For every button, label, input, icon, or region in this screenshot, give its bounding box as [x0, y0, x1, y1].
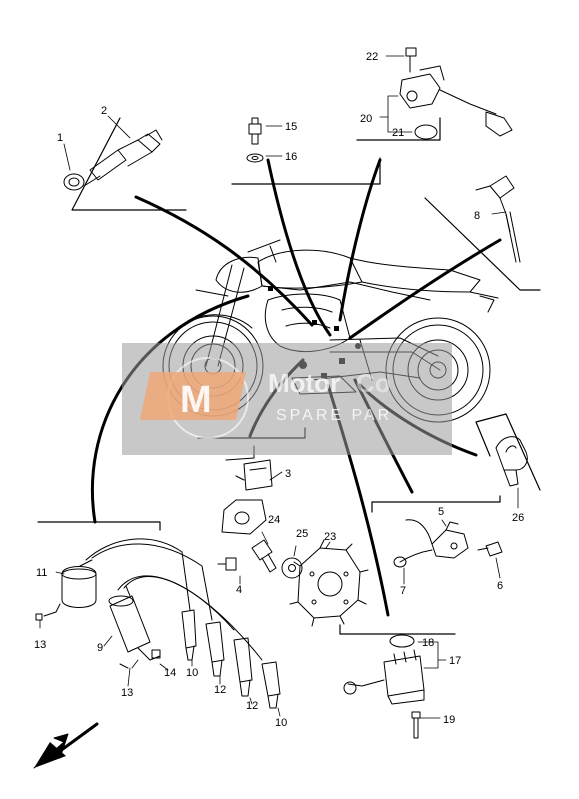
label-part-23: 23 [324, 531, 336, 543]
part-15-bolt [246, 117, 264, 163]
frame-ignition [37, 521, 161, 531]
high-tension-wires [85, 538, 263, 661]
part-8-sensor [475, 175, 521, 263]
label-part-21: 21 [392, 127, 404, 139]
label-part-11: 11 [36, 567, 47, 579]
frame-sensor-top [356, 117, 441, 141]
label-part-6: 6 [497, 580, 503, 592]
label-part-12-a: 12 [214, 684, 226, 696]
part-18-o-ring [389, 634, 415, 648]
watermark-logo-letter: M [180, 379, 212, 421]
part-25-washer [281, 557, 303, 579]
part-6-bolt [477, 541, 503, 557]
frame-bolt-15 [231, 157, 381, 185]
front-direction-arrow-icon [33, 722, 99, 769]
part-11-ignition-coil [35, 559, 97, 621]
label-part-10-a: 10 [186, 667, 198, 679]
label-part-25: 25 [296, 528, 308, 540]
label-part-4: 4 [236, 584, 242, 596]
label-part-19: 19 [443, 714, 455, 726]
label-part-7: 7 [400, 585, 406, 597]
part-2-temperature-sensor [63, 129, 163, 191]
label-part-26: 26 [512, 512, 524, 524]
label-part-1: 1 [57, 132, 63, 144]
label-part-5: 5 [438, 506, 444, 518]
label-part-8: 8 [474, 210, 480, 222]
number-leaders [39, 55, 519, 719]
watermark-brand: Motor [268, 368, 340, 398]
frame-sensor-left [71, 117, 187, 211]
watermark: M Motor Co SPARE PAR [122, 343, 452, 455]
label-part-24: 24 [268, 514, 280, 526]
label-part-10-b: 10 [275, 717, 287, 729]
watermark-tagline: SPARE PAR [276, 407, 392, 424]
label-part-12-b: 12 [246, 700, 258, 712]
label-part-22: 22 [366, 51, 378, 63]
label-part-13-a: 13 [34, 639, 46, 651]
frame-fuel-pump [339, 624, 456, 635]
label-part-16: 16 [285, 151, 297, 163]
frame-speed-sensor [371, 495, 501, 513]
part-12-plug-cap [205, 621, 253, 697]
label-part-17: 17 [449, 655, 461, 667]
label-part-2: 2 [101, 105, 107, 117]
label-part-15: 15 [285, 121, 297, 133]
part-10-plug-cap-b [261, 661, 281, 709]
part-5-speed-sensor [393, 519, 469, 568]
part-20-crank-sensor [399, 47, 513, 140]
label-part-9: 9 [97, 642, 103, 654]
part-9-ignition-coil [108, 585, 161, 669]
part-17-fuel-pump [343, 649, 425, 705]
frame-sensor-8 [424, 197, 541, 291]
frame-clamp [475, 413, 541, 491]
part-24-bolt [251, 539, 277, 573]
watermark-brand-suffix: Co [356, 368, 391, 398]
label-part-3: 3 [285, 468, 291, 480]
part-19-bolt [411, 711, 421, 739]
label-part-18: 18 [422, 637, 434, 649]
part-3-relay [221, 445, 273, 535]
part-10-plug-cap [181, 609, 197, 661]
part-number-labels: 1 2 3 4 5 6 7 8 9 10 10 11 12 12 13 13 1… [34, 51, 524, 729]
part-4-bolt [217, 557, 237, 571]
part-23-rotor-plate [289, 539, 369, 627]
label-part-20: 20 [360, 113, 372, 125]
label-part-14: 14 [164, 667, 176, 679]
part-26-clamp [495, 436, 528, 487]
label-part-13-b: 13 [121, 687, 133, 699]
